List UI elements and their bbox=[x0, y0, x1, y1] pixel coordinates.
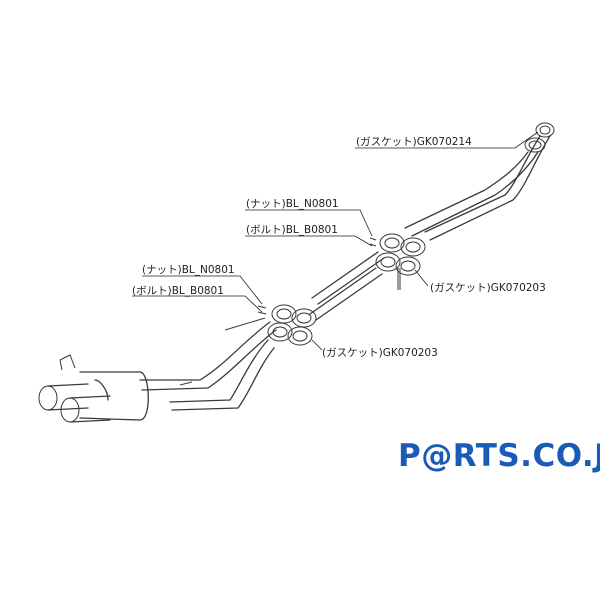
muffler bbox=[59, 354, 149, 421]
rear-pipe bbox=[139, 317, 277, 411]
front-y-pipe bbox=[404, 135, 551, 241]
label-nut-rear: (ナット)BL_N0801 bbox=[142, 264, 235, 276]
rear-flange bbox=[267, 304, 317, 346]
label-gasket-rear: (ガスケット)GK070203 bbox=[322, 347, 438, 359]
parts-watermark: P@RTS.CO.JP bbox=[398, 438, 600, 474]
leader-lines bbox=[132, 131, 539, 351]
part-labels: (ガスケット)GK070214 (ナット)BL_N0801 (ボルト)BL_B0… bbox=[132, 136, 546, 359]
mid-flange bbox=[375, 233, 426, 290]
tail-tips bbox=[38, 383, 111, 423]
label-gasket-front: (ガスケット)GK070214 bbox=[356, 136, 472, 148]
center-pipe bbox=[309, 251, 385, 321]
label-gasket-mid: (ガスケット)GK070203 bbox=[430, 282, 546, 294]
label-nut-mid: (ナット)BL_N0801 bbox=[246, 198, 339, 210]
hardware-markers bbox=[257, 237, 377, 315]
label-bolt-rear: (ボルト)BL_B0801 bbox=[132, 285, 224, 297]
label-bolt-mid: (ボルト)BL_B0801 bbox=[246, 224, 338, 236]
